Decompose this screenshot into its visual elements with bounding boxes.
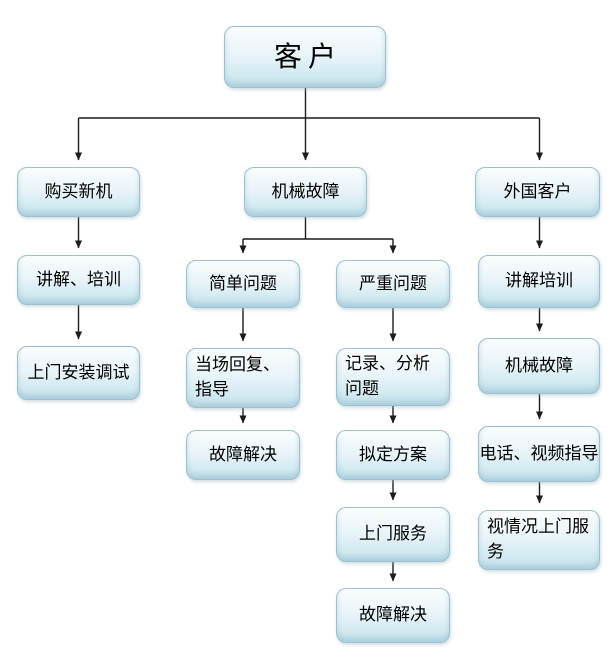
node-onsite-as-needed: 视情况上门服务 bbox=[478, 510, 600, 570]
node-foreign-customer: 外国客户 bbox=[475, 167, 600, 217]
node-explain-training-left: 讲解、培训 bbox=[17, 255, 140, 305]
node-mechanical-fault-right: 机械故障 bbox=[478, 338, 600, 394]
node-buy-new-machine: 购买新机 bbox=[17, 167, 140, 217]
node-fault-solved-serious: 故障解决 bbox=[336, 588, 450, 643]
node-customer: 客户 bbox=[224, 26, 386, 88]
node-draft-plan: 拟定方案 bbox=[336, 430, 450, 480]
node-onspot-reply-guide: 当场回复、指导 bbox=[186, 348, 300, 408]
node-serious-problem: 严重问题 bbox=[336, 260, 450, 308]
node-fault-solved-simple: 故障解决 bbox=[186, 430, 300, 480]
node-onsite-service: 上门服务 bbox=[336, 507, 450, 562]
node-mechanical-fault: 机械故障 bbox=[244, 167, 367, 217]
node-explain-training-right: 讲解培训 bbox=[478, 255, 600, 308]
node-simple-problem: 简单问题 bbox=[186, 260, 300, 308]
node-record-analyze-problem: 记录、分析问题 bbox=[336, 348, 450, 406]
node-onsite-install-debug: 上门安装调试 bbox=[17, 346, 140, 400]
node-phone-video-guide: 电话、视频指导 bbox=[478, 426, 600, 482]
